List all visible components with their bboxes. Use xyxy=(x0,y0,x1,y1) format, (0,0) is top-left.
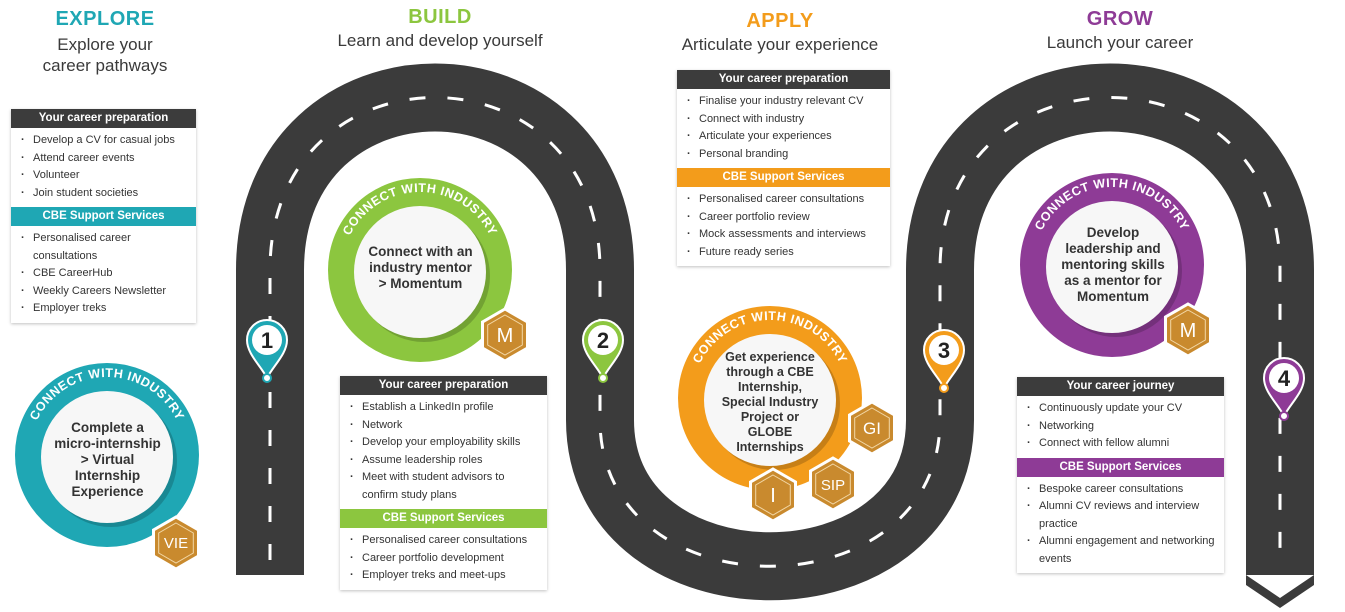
list-item: Network xyxy=(350,417,541,435)
apply-card: Your career preparation Finalise your in… xyxy=(677,70,890,266)
list-item: Alumni engagement and networking events xyxy=(1027,533,1218,568)
list-item: Employer treks and meet-ups xyxy=(350,567,541,585)
stage-subtitle-line: Explore your xyxy=(57,35,153,54)
list-item: Employer treks xyxy=(21,300,190,318)
list-item: Articulate your experiences xyxy=(687,128,884,146)
list-item: Develop your employability skills xyxy=(350,434,541,452)
road-start-notch xyxy=(236,575,304,612)
support-header: CBE Support Services xyxy=(340,509,547,528)
grow-card: Your career journey Continuously update … xyxy=(1017,377,1224,573)
list-item: Establish a LinkedIn profile xyxy=(350,399,541,417)
list-item: Attend career events xyxy=(21,150,190,168)
list-item: Personalised career consultations xyxy=(687,191,884,209)
stage-subtitle-grow: Launch your career xyxy=(990,32,1250,53)
connect-circle-build: CONNECT WITH INDUSTRY xyxy=(328,178,512,362)
card-header: Your career preparation xyxy=(677,70,890,89)
list-item: Assume leadership roles xyxy=(350,452,541,470)
circle-inner xyxy=(354,206,486,338)
list-item: Volunteer xyxy=(21,167,190,185)
list-item: Personal branding xyxy=(687,146,884,164)
support-header: CBE Support Services xyxy=(677,168,890,187)
stage-title-grow: GROW xyxy=(1086,8,1154,30)
connect-circle-explore: CONNECT WITH INDUSTRY xyxy=(15,363,199,547)
support-header: CBE Support Services xyxy=(1017,457,1224,477)
stage-title-build: BUILD xyxy=(408,6,472,28)
list-item: Bespoke career consultations xyxy=(1027,481,1218,499)
stage-subtitle-explore: Explore your career pathways xyxy=(10,34,200,76)
circle-text-apply: Get experience through a CBE Internship,… xyxy=(721,350,819,454)
connect-circle-apply: CONNECT WITH INDUSTRY xyxy=(678,306,862,490)
list-item: Develop a CV for casual jobs xyxy=(21,132,190,150)
stage-subtitle-line: Articulate your experience xyxy=(681,35,879,54)
support-list: Personalised career consultations Career… xyxy=(340,528,547,590)
support-list: Personalised career consultations CBE Ca… xyxy=(11,226,196,323)
list-item: Join student societies xyxy=(21,185,190,203)
circle-text-grow: Develop leadership and mentoring skills … xyxy=(1061,225,1165,304)
card-list: Establish a LinkedIn profile Network Dev… xyxy=(340,395,547,509)
card-list: Continuously update your CV Networking C… xyxy=(1017,396,1224,458)
card-header: Your career preparation xyxy=(11,109,196,128)
circle-text-build: Connect with an industry mentor > Moment… xyxy=(368,243,473,291)
build-card: Your career preparation Establish a Link… xyxy=(340,376,547,590)
list-item: Personalised career consultations xyxy=(21,230,190,265)
card-list: Finalise your industry relevant CV Conne… xyxy=(677,89,890,168)
support-list: Bespoke career consultations Alumni CV r… xyxy=(1017,477,1224,574)
list-item: Personalised career consultations xyxy=(350,532,541,550)
stage-subtitle-line: Launch your career xyxy=(1046,33,1194,52)
stage-title-apply: APPLY xyxy=(746,10,814,32)
list-item: CBE CareerHub xyxy=(21,265,190,283)
list-item: Alumni CV reviews and interview practice xyxy=(1027,498,1218,533)
circle-inner xyxy=(41,391,173,523)
circle-inner xyxy=(1046,201,1178,333)
support-header: CBE Support Services xyxy=(11,207,196,226)
list-item: Career portfolio development xyxy=(350,550,541,568)
card-list: Develop a CV for casual jobs Attend care… xyxy=(11,128,196,207)
list-item: Connect with industry xyxy=(687,111,884,129)
list-item: Continuously update your CV xyxy=(1027,400,1218,418)
circle-inner xyxy=(704,334,836,466)
card-header: Your career preparation xyxy=(340,376,547,395)
connect-circle-grow: CONNECT WITH INDUSTRY xyxy=(1020,173,1204,357)
road-centerline xyxy=(268,96,1282,568)
road-end-arrow xyxy=(1246,575,1314,608)
stage-subtitle-apply: Articulate your experience xyxy=(630,34,930,55)
list-item: Future ready series xyxy=(687,244,884,262)
explore-card: Your career preparation Develop a CV for… xyxy=(11,109,196,323)
list-item: Networking xyxy=(1027,418,1218,436)
list-item: Finalise your industry relevant CV xyxy=(687,93,884,111)
card-header: Your career journey xyxy=(1017,377,1224,396)
stage-subtitle-line: Learn and develop yourself xyxy=(337,31,543,50)
list-item: Career portfolio review xyxy=(687,209,884,227)
stage-subtitle-line: career pathways xyxy=(42,56,168,75)
list-item: Weekly Careers Newsletter xyxy=(21,283,190,301)
support-list: Personalised career consultations Career… xyxy=(677,187,890,266)
stage-title-explore: EXPLORE xyxy=(55,8,155,30)
circle-text-explore: Complete a micro-internship > Virtual In… xyxy=(54,420,161,499)
list-item: Connect with fellow alumni xyxy=(1027,435,1218,453)
list-item: Mock assessments and interviews xyxy=(687,226,884,244)
stage-subtitle-build: Learn and develop yourself xyxy=(300,30,580,51)
list-item: Meet with student advisors to confirm st… xyxy=(350,469,541,504)
